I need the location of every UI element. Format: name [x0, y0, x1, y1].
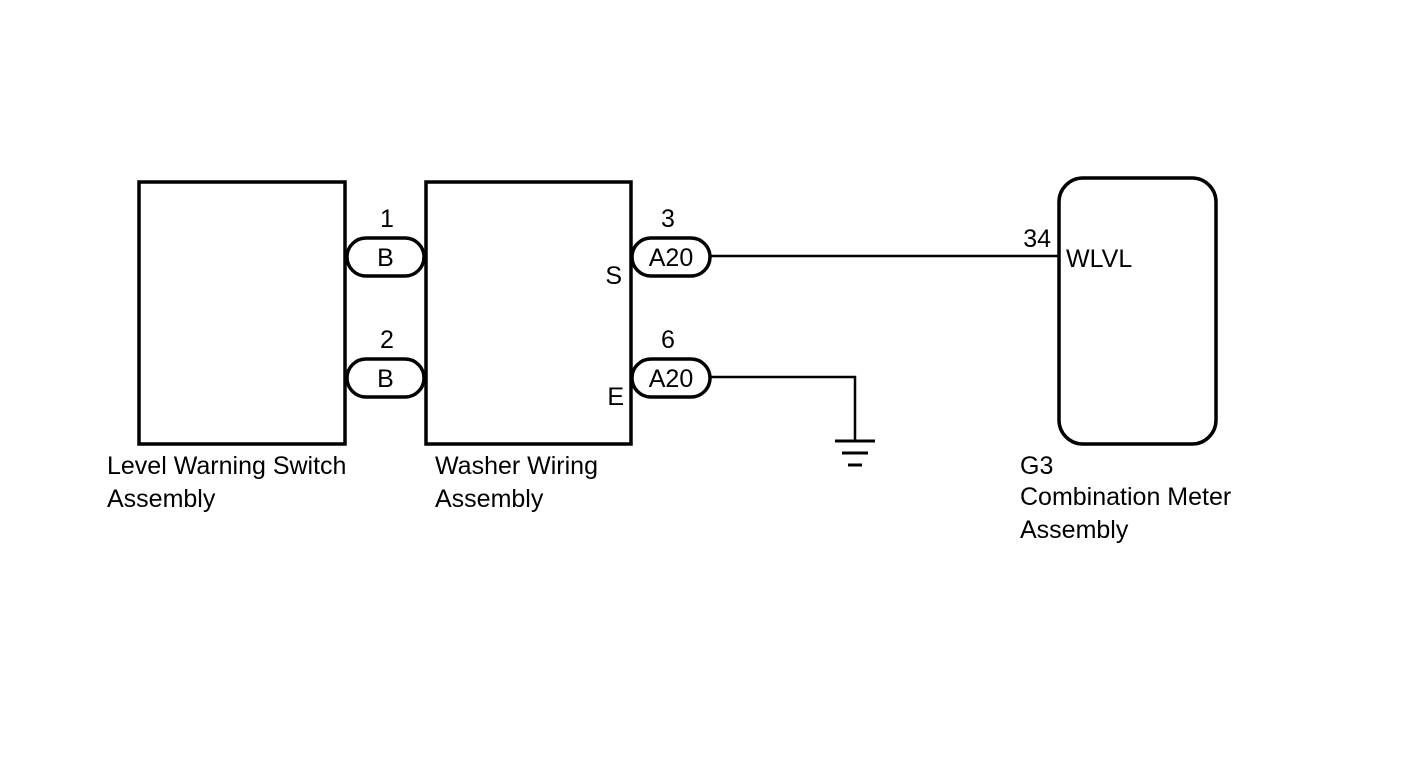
- connector-code: A20: [649, 365, 693, 393]
- level-warning-switch-name-line2: Assembly: [107, 485, 216, 513]
- connector-a20-pin-6: A20 6: [630, 326, 712, 399]
- connector-code: B: [377, 365, 394, 393]
- terminal-s-label: S: [605, 262, 622, 290]
- wire-washer-to-ground: [710, 375, 857, 441]
- ground-icon: [835, 439, 875, 467]
- meter-terminal-label: WLVL: [1066, 245, 1132, 273]
- combination-meter-code: G3: [1020, 452, 1053, 480]
- washer-wiring-box: [424, 180, 633, 446]
- pin-number: 3: [661, 205, 675, 233]
- connector-a20-pin-3: A20 3: [630, 205, 712, 278]
- pin-number: 1: [380, 205, 394, 233]
- connector-code: B: [377, 244, 394, 272]
- combination-meter-box: [1057, 176, 1218, 446]
- connector-b-pin-2: B 2: [345, 326, 426, 399]
- terminal-e-label: E: [607, 383, 624, 411]
- level-warning-switch-name-line1: Level Warning Switch: [107, 452, 346, 480]
- level-warning-switch-box: [137, 180, 347, 446]
- pin-number: 2: [380, 326, 394, 354]
- combination-meter-name-line1: Combination Meter: [1020, 483, 1231, 511]
- washer-wiring-name-line1: Washer Wiring: [435, 452, 598, 480]
- washer-wiring-name-line2: Assembly: [435, 485, 544, 513]
- combination-meter-name-line2: Assembly: [1020, 516, 1129, 544]
- meter-pin-number: 34: [1023, 225, 1051, 253]
- pin-number: 6: [661, 326, 675, 354]
- connector-code: A20: [649, 244, 693, 272]
- connector-b-pin-1: B 1: [345, 205, 426, 278]
